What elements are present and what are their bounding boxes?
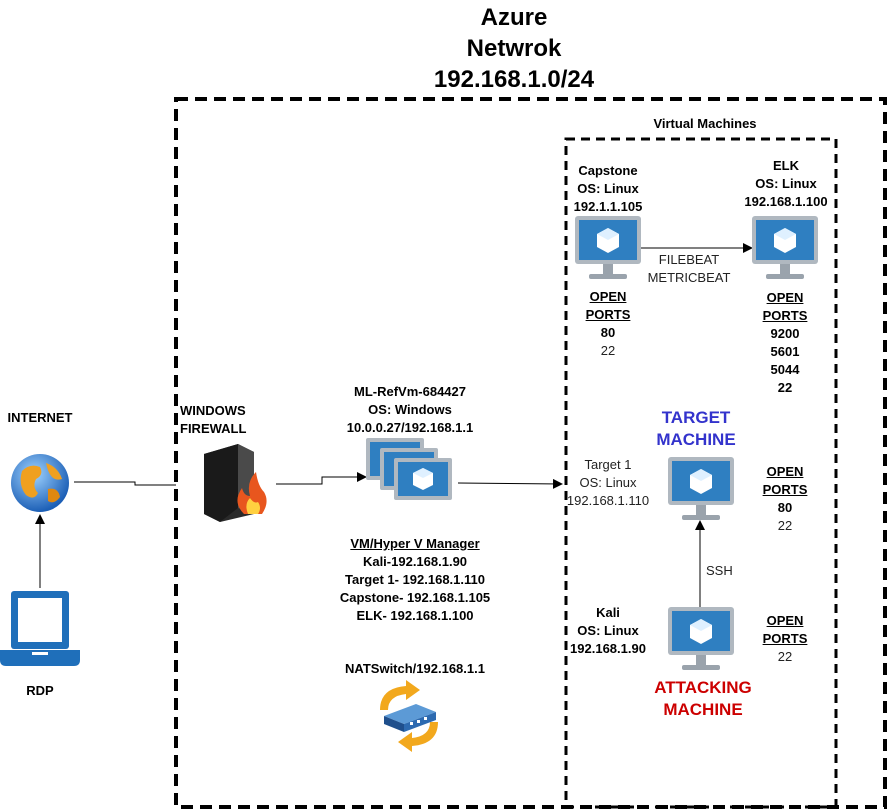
filebeat-label: FILEBEAT	[658, 252, 720, 267]
target-heading-line-2: MACHINE	[656, 430, 736, 449]
target-port-80: 80	[777, 500, 793, 515]
manager-title: VM/Hyper V Manager	[350, 536, 480, 551]
attacking-heading-line-1: ATTACKING	[654, 678, 752, 697]
capstone-ip: 192.1.1.105	[573, 199, 643, 214]
metricbeat-label: METRICBEAT	[647, 270, 731, 285]
host-name: ML-RefVm-684427	[354, 384, 466, 399]
elk-ports-title-2: PORTS	[762, 308, 808, 323]
firewall-label-line-1: WINDOWS	[180, 403, 246, 418]
elk-monitor-icon	[752, 216, 818, 279]
internet-firewall-link	[74, 481, 176, 486]
firewall-host-link	[276, 472, 367, 485]
kali-monitor-icon	[668, 607, 734, 670]
elk-port-22: 22	[777, 380, 793, 395]
target-heading: TARGET MACHINE	[628, 407, 764, 451]
target-ports: OPEN PORTS 80 22	[745, 463, 825, 535]
kali-ip: 192.168.1.90	[570, 641, 646, 656]
capstone-ports-title-2: PORTS	[585, 307, 631, 322]
elk-port-5601: 5601	[770, 344, 800, 359]
capstone-ports-title-1: OPEN	[589, 289, 627, 304]
elk-info: ELK OS: Linux 192.168.1.100	[734, 157, 838, 211]
capstone-monitor-icon	[575, 216, 641, 279]
elk-port-9200: 9200	[770, 326, 800, 341]
kali-port-22: 22	[777, 649, 793, 664]
azure-network-boundary	[174, 97, 887, 809]
target-name: Target 1	[584, 457, 632, 472]
switch-icon	[380, 680, 438, 752]
virtual-machines-boundary	[564, 137, 838, 809]
firewall-label: WINDOWS FIREWALL	[180, 402, 290, 438]
host-vm-link	[457, 478, 563, 489]
kali-ports-title-2: PORTS	[762, 631, 808, 646]
title-line-2: Netwrok	[466, 35, 562, 62]
kali-name: Kali	[596, 605, 620, 620]
elk-os: OS: Linux	[755, 176, 817, 191]
manager-entry-capstone: Capstone- 192.168.1.105	[339, 590, 491, 605]
kali-os: OS: Linux	[577, 623, 639, 638]
globe-icon	[11, 454, 69, 512]
capstone-port-22: 22	[600, 343, 616, 358]
host-info: ML-RefVm-684427 OS: Windows 10.0.0.27/19…	[330, 383, 490, 437]
manager-entry-kali: Kali-192.168.1.90	[362, 554, 468, 569]
natswitch-label: NATSwitch/192.168.1.1	[345, 661, 485, 676]
target-monitor-icon	[668, 457, 734, 520]
title-line-3: 192.168.1.0/24	[433, 66, 595, 93]
attacking-heading: ATTACKING MACHINE	[620, 677, 786, 721]
elk-port-5044: 5044	[770, 362, 800, 377]
vm-stack-icon	[366, 438, 452, 500]
capstone-os: OS: Linux	[577, 181, 639, 196]
capstone-port-80: 80	[600, 325, 616, 340]
manager-entry-target: Target 1- 192.168.1.110	[345, 572, 485, 587]
capstone-info: Capstone OS: Linux 192.1.1.105	[560, 162, 656, 216]
elk-name: ELK	[773, 158, 799, 173]
host-os: OS: Windows	[368, 402, 452, 417]
beats-label: FILEBEAT METRICBEAT	[636, 251, 742, 287]
internet-label: INTERNET	[7, 410, 73, 425]
elk-ip: 192.168.1.100	[744, 194, 828, 209]
laptop-icon	[0, 591, 80, 666]
target-os: OS: Linux	[579, 475, 637, 490]
diagram-title: Azure Netwrok 192.168.1.0/24	[344, 2, 684, 95]
target-heading-line-1: TARGET	[661, 408, 731, 427]
target-info: Target 1 OS: Linux 192.168.1.110	[558, 456, 658, 510]
target-ports-title-1: OPEN	[766, 464, 804, 479]
title-line-1: Azure	[480, 4, 548, 31]
kali-ports-title-1: OPEN	[766, 613, 804, 628]
rdp-label: RDP	[26, 683, 54, 698]
firewall-label-line-2: FIREWALL	[180, 421, 247, 436]
target-ports-title-2: PORTS	[762, 482, 808, 497]
host-ip: 10.0.0.27/192.168.1.1	[346, 420, 474, 435]
firewall-icon	[204, 444, 267, 522]
virtual-machines-label: Virtual Machines	[653, 116, 757, 131]
target-port-22: 22	[777, 518, 793, 533]
capstone-name: Capstone	[578, 163, 638, 178]
manager-info: VM/Hyper V Manager Kali-192.168.1.90 Tar…	[320, 535, 510, 625]
elk-ports-title-1: OPEN	[766, 290, 804, 305]
attacking-heading-line-2: MACHINE	[663, 700, 743, 719]
target-ip: 192.168.1.110	[566, 493, 650, 508]
ssh-label: SSH	[706, 563, 733, 578]
kali-info: Kali OS: Linux 192.168.1.90	[560, 604, 656, 658]
elk-ports: OPEN PORTS 9200 5601 5044 22	[745, 289, 825, 397]
kali-ports: OPEN PORTS 22	[745, 612, 825, 666]
capstone-ports: OPEN PORTS 80 22	[568, 288, 648, 360]
manager-entry-elk: ELK- 192.168.1.100	[356, 608, 474, 623]
